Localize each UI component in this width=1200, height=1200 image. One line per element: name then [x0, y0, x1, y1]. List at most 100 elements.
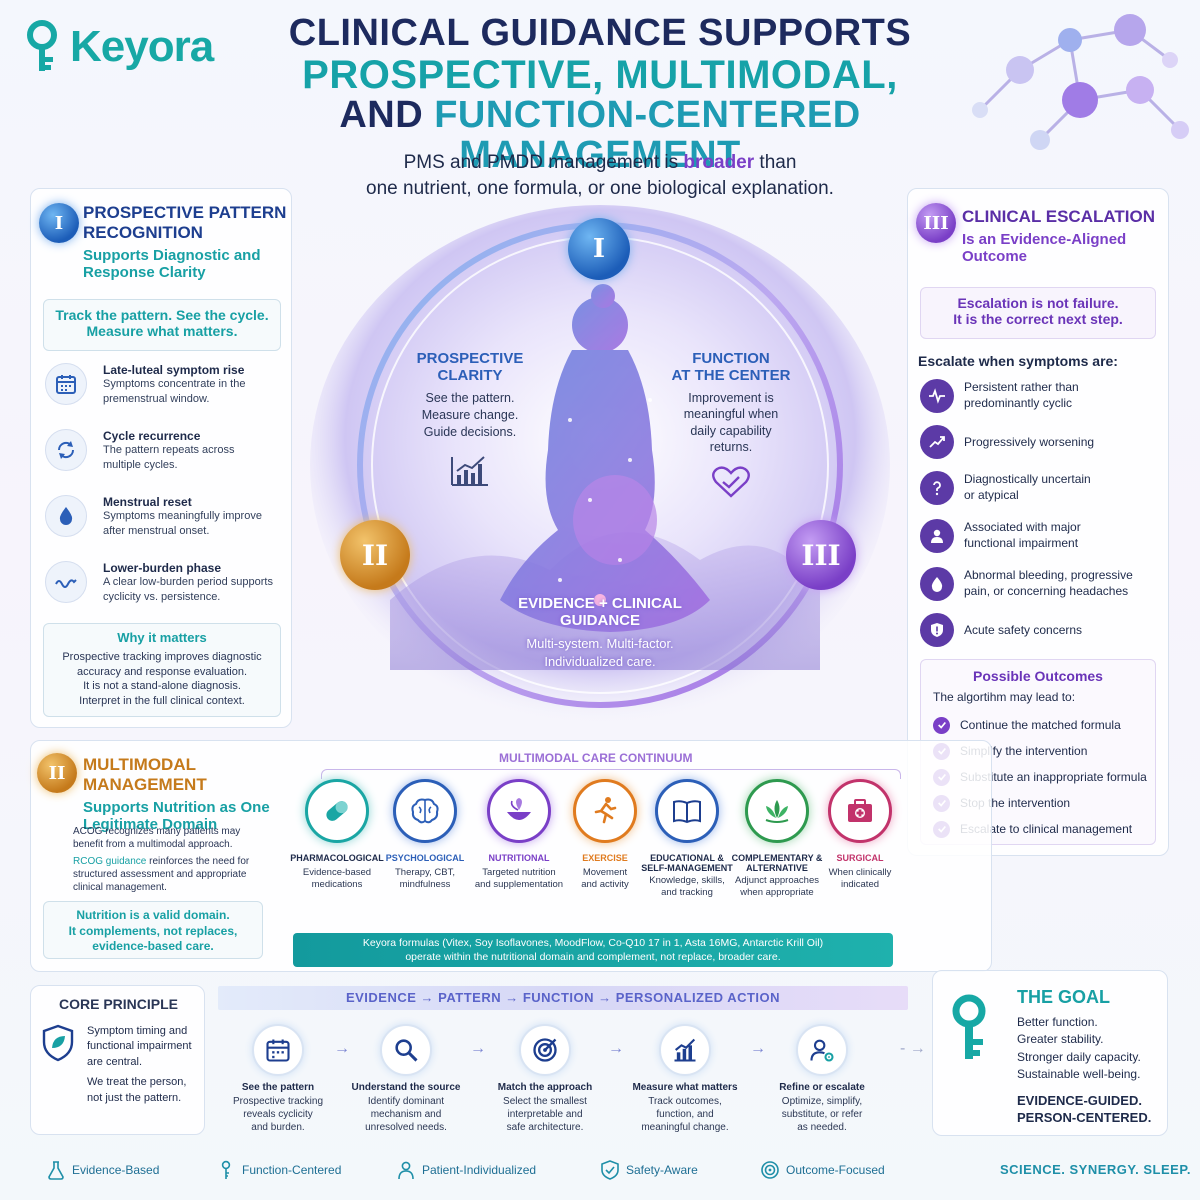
pathway-arrow-icon: →	[334, 1040, 350, 1057]
domain-3-d1: Movement	[582, 867, 628, 878]
panel1-why-4: Interpret in the full clinical context.	[79, 694, 245, 707]
domain-4-t1: EDUCATIONAL &	[650, 853, 724, 863]
panel1-track-2: Measure what matters.	[86, 323, 238, 339]
panel1-why-2: accuracy and response evaluation.	[77, 665, 247, 678]
target-icon	[519, 1024, 571, 1076]
lotus-icon	[745, 779, 809, 843]
step-3-d2: function, and	[656, 1109, 714, 1120]
continuum-bracket	[321, 769, 901, 779]
step-0-d1: Prospective tracking	[232, 1096, 324, 1107]
panel1-item-0-d1: Symptoms concentrate in the	[103, 378, 246, 390]
ring-badge-i: I	[568, 218, 630, 280]
panel3-outcomes-title: Possible Outcomes	[973, 668, 1103, 684]
target-icon	[761, 1161, 779, 1179]
footer-tagline: SCIENCE. SYNERGY. SLEEP.	[1000, 1162, 1191, 1177]
medkit-icon	[828, 779, 892, 843]
subtitle-highlight: broader	[683, 152, 755, 173]
step-3-d3: meaningful change.	[641, 1122, 729, 1133]
core-label: CORE PRINCIPLE	[58, 996, 178, 1012]
panel3-item-2-l1: Diagnostically uncertain	[964, 472, 1091, 486]
panel3-item-5-l1: Acute safety concerns	[964, 623, 1083, 637]
subtitle-post: than	[754, 152, 797, 173]
ring-badge-ii: II	[340, 520, 410, 590]
panel1-item-0-d2: premenstrual window.	[103, 392, 210, 405]
goal-l3: Stronger daily capacity.	[1017, 1049, 1141, 1064]
pathway-arrow-icon: →	[470, 1040, 486, 1057]
domain-complementary: COMPLEMENTARY & ALTERNATIVE Adjunct appr…	[725, 779, 829, 900]
outcome-label-4: Escalate to clinical management	[960, 822, 1133, 836]
domain-2-d1: Targeted nutrition	[482, 867, 556, 878]
continuum-label: MULTIMODAL CARE CONTINUUM	[499, 751, 693, 765]
domain-surgical: SURGICAL When clinically indicated	[817, 779, 903, 892]
core-l5: not just the pattern.	[87, 1091, 182, 1104]
panel2-nut-3: evidence-based care.	[92, 939, 214, 954]
shield-check-icon	[601, 1160, 619, 1180]
core-l4: We treat the person,	[87, 1076, 187, 1089]
pathway-arrow-icon: →	[608, 1040, 624, 1057]
panel2-sub-2: Legitimate Domain	[83, 816, 218, 833]
center-bottom-block: EVIDENCE + CLINICAL GUIDANCE Multi-syste…	[480, 595, 720, 670]
pathway-step-0: See the pattern Prospective tracking rev…	[228, 1024, 328, 1134]
step-0-d3: and burden.	[251, 1122, 305, 1133]
panel2-nut-2: It complements, not replaces,	[68, 923, 238, 938]
panel1-badge: I	[39, 203, 79, 243]
panel3-sub-2: Outcome	[962, 248, 1028, 265]
center-right-title-1: FUNCTION	[692, 350, 770, 367]
title-line-3b: FUNCTION-CENTERED MANAGEMENT	[434, 93, 861, 176]
center-bottom-title-2: GUIDANCE	[559, 612, 640, 629]
ring-badge-iii: III	[786, 520, 856, 590]
domain-0-d1: Evidence-based	[302, 867, 372, 878]
step-1-d2: mechanism and	[370, 1109, 442, 1120]
title-line-3a: AND	[339, 93, 435, 136]
center-ring-illustration	[310, 205, 890, 725]
panel1-sub-2: Response Clarity	[83, 264, 206, 281]
step-0-d2: reveals cyclicity	[243, 1109, 313, 1120]
pulse-icon	[920, 379, 954, 413]
key-logo-icon	[27, 20, 57, 71]
pathway-step-4: Refine or escalate Optimize, simplify, s…	[772, 1024, 872, 1134]
panel1-item-2-d2: after menstrual onset.	[103, 524, 210, 537]
domain-pharmacological: PHARMACOLOGICAL Evidence-based medicatio…	[289, 779, 385, 892]
step-3-title: Measure what matters	[632, 1082, 738, 1093]
panel3-outcomes-intro: The algortihm may lead to:	[933, 690, 1076, 704]
runner-icon	[573, 779, 637, 843]
molecule-decoration-icon	[972, 14, 1189, 150]
panel3-sub-1: Is an Evidence-Aligned	[962, 231, 1127, 248]
person-icon	[920, 519, 954, 553]
center-right-d1: Improvement is	[688, 391, 774, 405]
panel2-rcog-3: clinical management.	[73, 882, 167, 893]
panel3-item-4-l2: pain, or concerning headaches	[964, 584, 1129, 599]
panel2-rcog-2: structured assessment and appropriate	[73, 869, 247, 880]
panel1-item-3-d2: cyclicity vs. persistence.	[103, 590, 221, 603]
pathway-arrow-icon: →	[750, 1040, 766, 1057]
panel1-item-3-d1: A clear low-burden period supports	[103, 576, 273, 588]
domain-4-d2: and tracking	[661, 887, 713, 899]
subtitle-line-2: one nutrient, one formula, or one biolog…	[366, 177, 834, 199]
center-right-d4: returns.	[709, 439, 753, 454]
goal-box: THE GOAL Better function. Greater stabil…	[932, 970, 1168, 1136]
key-icon	[952, 994, 986, 1059]
core-principle-box: CORE PRINCIPLE Symptom timing and functi…	[30, 985, 205, 1135]
flask-icon	[48, 1161, 64, 1180]
shield-leaf-icon	[42, 1024, 74, 1062]
goal-b2: PERSON-CENTERED.	[1017, 1110, 1152, 1126]
panel3-item-1-l1: Progressively worsening	[964, 435, 1095, 449]
step-0-title: See the pattern	[241, 1082, 315, 1093]
footer-item-2: Patient-Individualized	[396, 1160, 536, 1180]
center-right-d2: meaningful when	[683, 407, 779, 422]
goal-l2: Greater stability.	[1017, 1032, 1104, 1047]
domain-5-d1: Adjunct approaches	[735, 875, 819, 886]
panel1-why-1: Prospective tracking improves diagnostic	[62, 651, 262, 663]
keyora-formulas-banner: Keyora formulas (Vitex, Soy Isoflavones,…	[293, 933, 893, 967]
center-left-d1: See the pattern.	[425, 391, 515, 405]
panel2-title: MULTIMODAL MANAGEMENT	[83, 755, 207, 794]
domain-5-t2: ALTERNATIVE	[746, 863, 808, 873]
domain-5-d2: when appropriate	[740, 887, 814, 899]
bowl-icon	[487, 779, 551, 843]
domain-4-t2: SELF-MANAGEMENT	[641, 863, 733, 873]
footer-item-1: Function-Centered	[216, 1160, 341, 1180]
panel1-item-1-d2: multiple cycles.	[103, 458, 178, 471]
footer-label-4: Outcome-Focused	[786, 1163, 885, 1177]
domain-6-t1: SURGICAL	[836, 853, 884, 863]
panel2-guidance-text: ACOG recognizes many patients may benefi…	[73, 825, 283, 894]
